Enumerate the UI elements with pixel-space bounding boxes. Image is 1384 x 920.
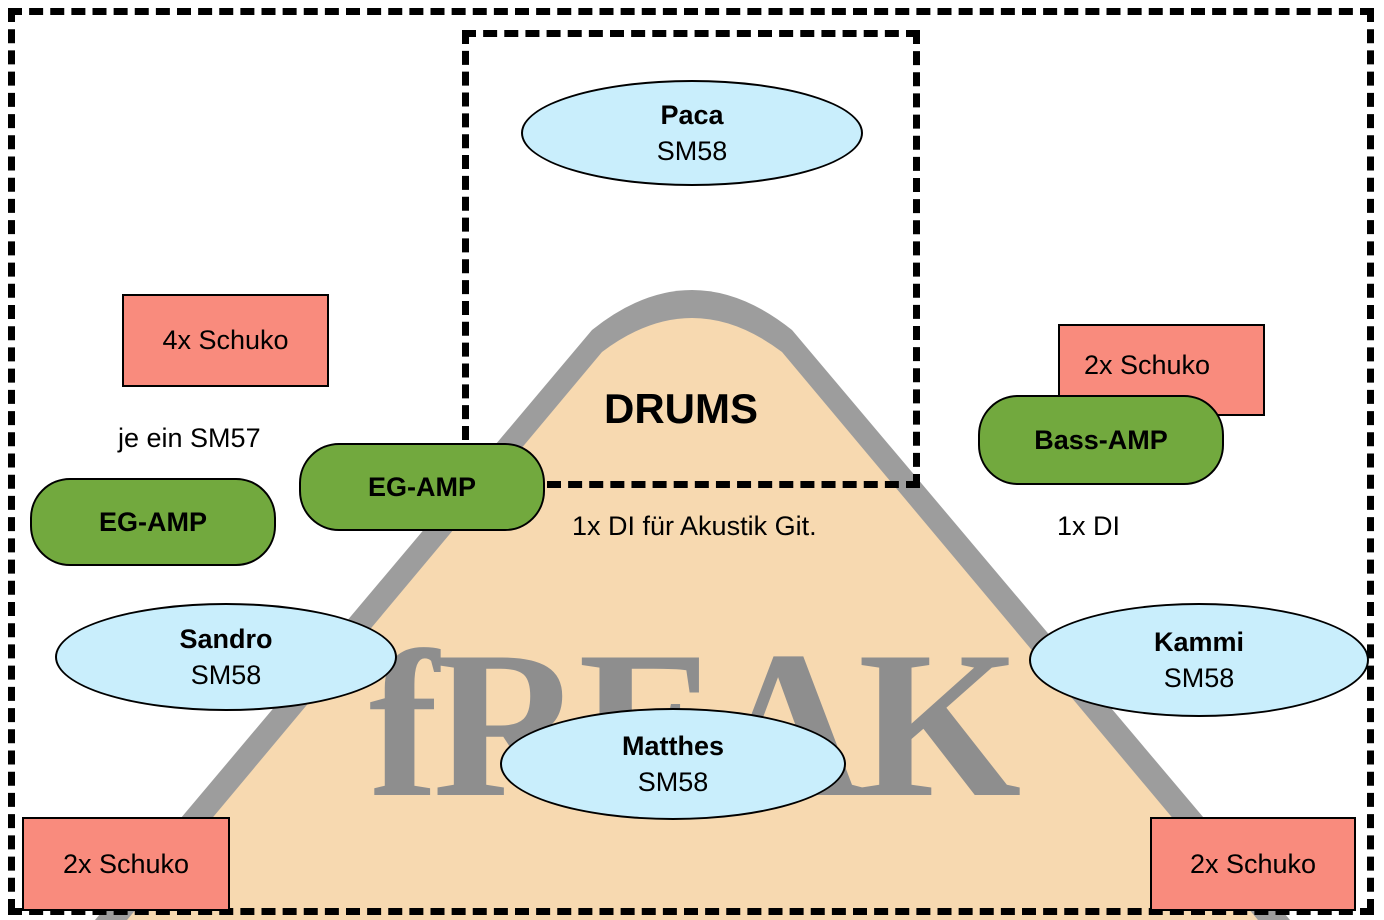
vocalist-mic: SM58 — [1163, 663, 1235, 693]
note-acoustic-di: 1x DI für Akustik Git. — [572, 511, 817, 541]
eg-amp-left: EG-AMP — [30, 478, 276, 566]
vocalist-kammi: Kammi SM58 — [1029, 603, 1369, 717]
vocalist-mic: SM58 — [190, 660, 262, 690]
stage-frame-top — [8, 8, 1374, 15]
vocalist-sandro: Sandro SM58 — [55, 603, 397, 711]
bass-amp: Bass-AMP — [978, 395, 1224, 485]
note-left-mics: je ein SM57 — [118, 423, 261, 453]
drums-area-right — [913, 30, 920, 488]
vocalist-mic: SM58 — [637, 767, 709, 797]
vocalist-name: Matthes — [621, 731, 724, 761]
stage-frame-bottom — [8, 908, 1374, 915]
power-box-left-top: 4x Schuko — [122, 294, 329, 387]
power-box-bottom-left: 2x Schuko — [22, 817, 230, 911]
stage-frame-left — [8, 8, 15, 913]
vocalist-name: Kammi — [1153, 627, 1245, 657]
drums-area-bottom — [547, 481, 920, 488]
eg-amp-center: EG-AMP — [299, 443, 545, 531]
note-bass-di: 1x DI — [1057, 511, 1121, 541]
vocalist-name: Sandro — [179, 624, 273, 654]
stage-frame-right — [1367, 8, 1374, 913]
drums-area-top — [462, 30, 920, 37]
drums-label: DRUMS — [604, 385, 758, 432]
logo-fill — [127, 318, 1258, 920]
vocalist-name: Paca — [660, 100, 724, 130]
power-box-bottom-right: 2x Schuko — [1150, 817, 1356, 911]
vocalist-paca: Paca SM58 — [521, 80, 863, 186]
vocalist-mic: SM58 — [656, 136, 728, 166]
vocalist-matthes: Matthes SM58 — [500, 708, 846, 820]
drums-area-left — [462, 30, 469, 440]
